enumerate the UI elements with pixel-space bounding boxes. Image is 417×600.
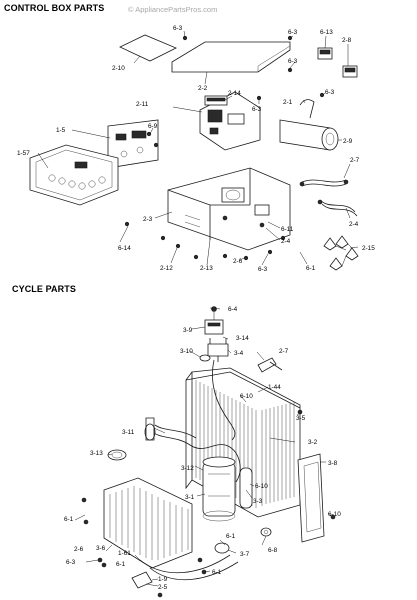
control-box-group: 6-3 6-3 6-13 2-8 2-10 6-3 2-2 2-14 6-3 2… (17, 25, 375, 273)
callout-2-14: 2-14 (228, 90, 241, 97)
callout-2-7: 2-7 (279, 348, 289, 355)
callout-2-7: 2-7 (350, 157, 360, 164)
callout-6-8: 6-8 (268, 547, 278, 554)
insulation-sheet-part (119, 34, 177, 62)
callout-2-6: 2-6 (74, 546, 84, 553)
callout-6-10: 6-10 (328, 511, 341, 518)
callout-6-10: 6-10 (240, 393, 253, 400)
callout-6-10: 6-10 (255, 483, 268, 490)
callout-6-3: 6-3 (288, 29, 298, 36)
callout-2-3: 2-3 (143, 216, 153, 223)
callout-6-3: 6-3 (66, 559, 76, 566)
watermark-text: © AppliancePartsPros.com (128, 5, 218, 14)
callout-3-4: 3-4 (234, 350, 244, 357)
callout-3-9: 3-9 (183, 327, 193, 334)
side-panel-part (297, 453, 325, 543)
terminal-wire-part (319, 199, 358, 217)
callout-6-4: 6-4 (228, 306, 238, 313)
callout-2-9: 2-9 (343, 138, 353, 145)
callout-2-1: 2-1 (283, 99, 293, 106)
callout-3-3: 3-3 (253, 498, 263, 505)
callout-3-11: 3-11 (122, 429, 135, 436)
cycle-parts-group: 6-4 3-9 3-14 2-7 3-10 3-4 1-44 6-10 3-5 … (64, 306, 341, 598)
callout-2-5: 2-5 (158, 584, 168, 591)
callout-1-9: 1-9 (158, 576, 168, 583)
reversing-valve-part (207, 343, 229, 357)
callout-6-9: 6-9 (148, 123, 158, 130)
cycle-parts-title: CYCLE PARTS (12, 284, 76, 294)
callout-6-1: 6-1 (306, 265, 316, 272)
callout-6-3: 6-3 (325, 89, 335, 96)
callout-2-8: 2-8 (342, 37, 352, 44)
connector-clips-part (323, 235, 359, 271)
callout-3-12: 3-12 (181, 465, 194, 472)
callout-2-12: 2-12 (160, 265, 173, 272)
callout-2-2: 2-2 (198, 85, 208, 92)
callout-6-1: 6-1 (64, 516, 74, 523)
callout-2-4: 2-4 (349, 221, 359, 228)
callout-6-1: 6-1 (226, 533, 236, 540)
callout-6-3: 6-3 (173, 25, 183, 32)
callout-6-3: 6-3 (258, 266, 268, 273)
callout-6-3: 6-3 (252, 106, 262, 113)
callout-2-4: 2-4 (281, 238, 291, 245)
control-box-parts-title: CONTROL BOX PARTS (4, 3, 105, 13)
callout-6-3: 6-3 (288, 58, 298, 65)
reversing-valve-coil-part (204, 319, 224, 335)
front-display-cover-part (29, 144, 119, 206)
callout-2-10: 2-10 (112, 65, 125, 72)
callout-2-11: 2-11 (136, 101, 149, 108)
callout-1-57: 1-57 (17, 150, 30, 157)
callout-1-61: 1-61 (118, 550, 131, 557)
callout-2-6: 2-6 (233, 258, 243, 265)
evaporator-coil-part (103, 477, 193, 569)
control-box-chassis-part (167, 167, 291, 251)
wire-harness-part (301, 179, 347, 187)
callout-3-13: 3-13 (90, 450, 103, 457)
callout-6-1: 6-1 (116, 561, 126, 568)
callout-2-13: 2-13 (200, 265, 213, 272)
callout-6-11: 6-11 (281, 226, 294, 233)
callout-1-44: 1-44 (268, 384, 281, 391)
callout-6-1: 6-1 (212, 569, 222, 576)
callout-3-10: 3-10 (180, 348, 193, 355)
callout-6-13: 6-13 (320, 29, 333, 36)
callout-3-1: 3-1 (185, 494, 195, 501)
callout-3-2: 3-2 (308, 439, 318, 446)
callout-3-7: 3-7 (240, 551, 250, 558)
callout-3-5: 3-5 (296, 415, 306, 422)
callout-1-5: 1-5 (56, 127, 66, 134)
callout-3-8: 3-8 (328, 460, 338, 467)
refrigerant-pipe-part (149, 429, 241, 483)
compressor-part (202, 456, 236, 522)
callout-3-14: 3-14 (236, 335, 249, 342)
callout-2-15: 2-15 (362, 245, 375, 252)
screws-cycle (81, 409, 303, 598)
callout-3-6: 3-6 (96, 545, 106, 552)
callout-6-14: 6-14 (118, 245, 131, 252)
